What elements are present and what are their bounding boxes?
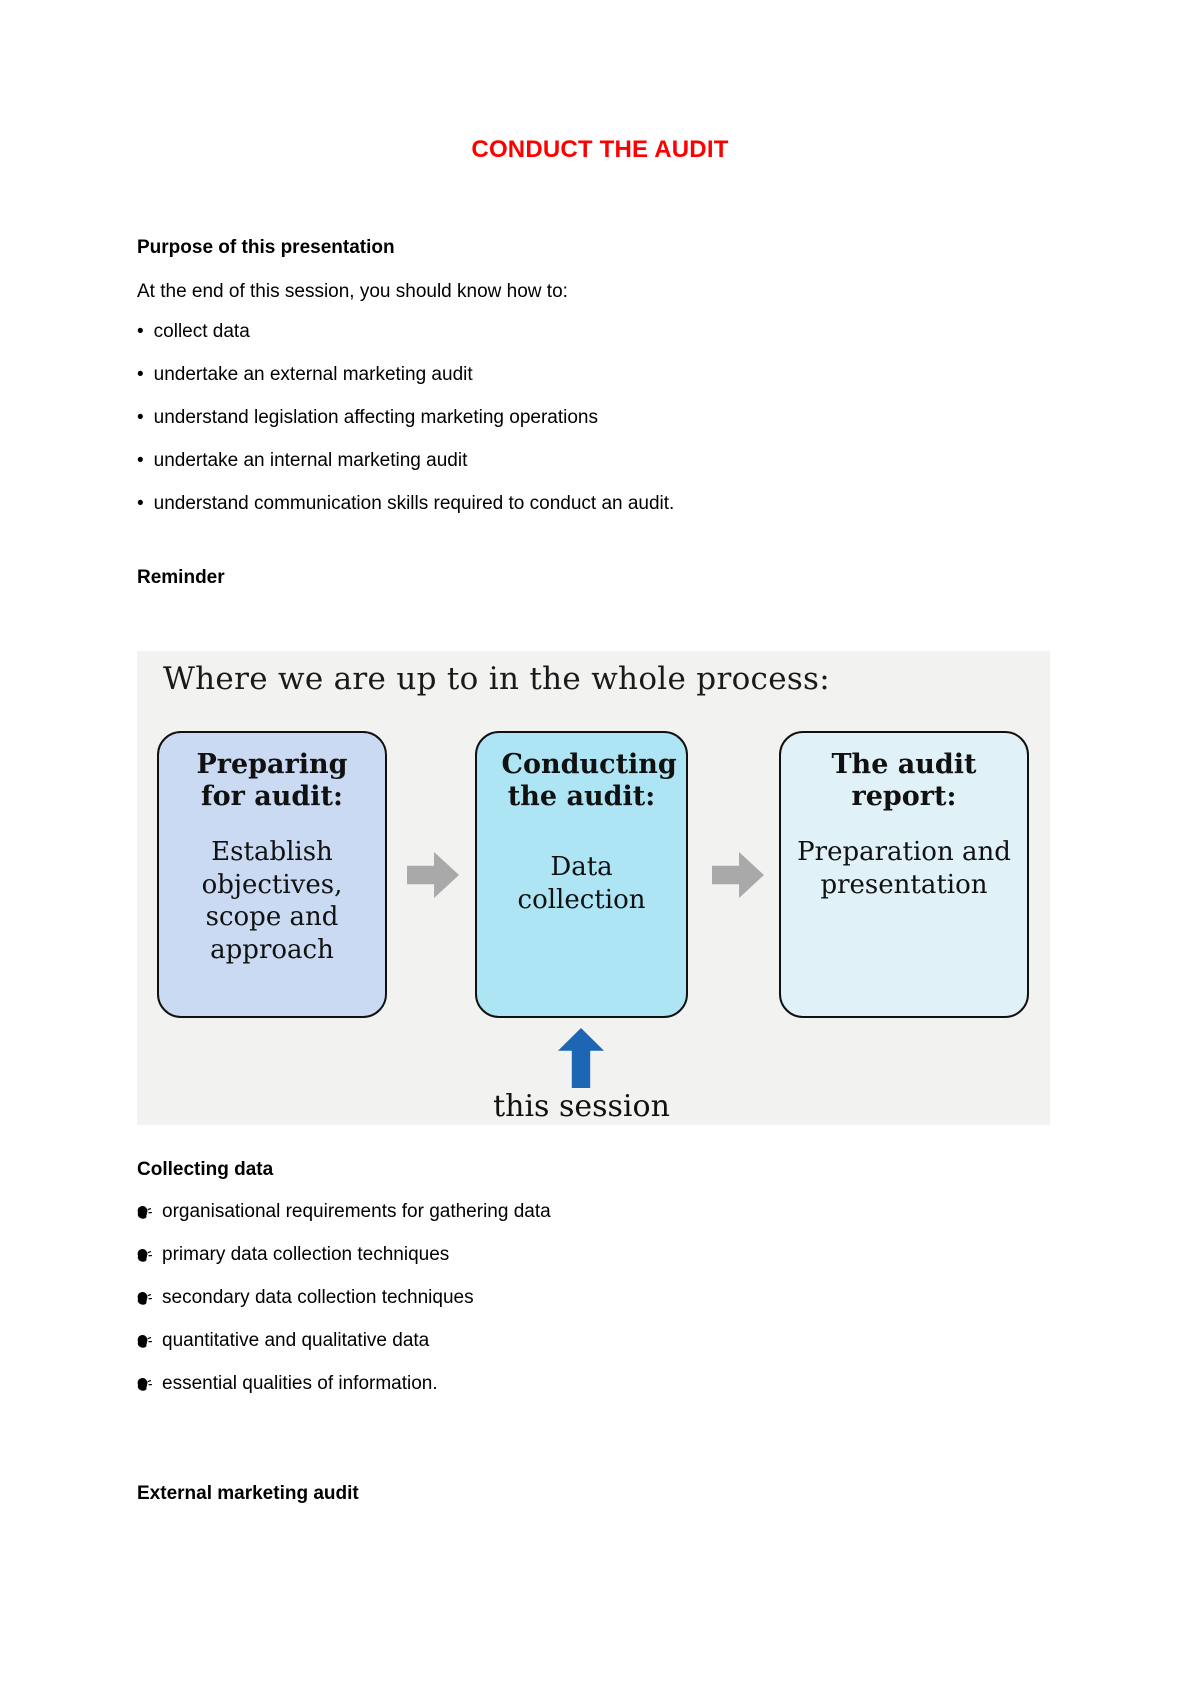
list-item: • undertake an internal marketing audit xyxy=(137,449,1063,473)
diagram-box-body: Preparation and presentation xyxy=(797,837,1011,900)
reminder-heading: Reminder xyxy=(137,567,225,588)
list-item: primary data collection techniques xyxy=(137,1243,1063,1267)
list-item: organisational requirements for gatherin… xyxy=(137,1200,1063,1224)
speaking-head-bullet-icon xyxy=(137,1291,153,1306)
list-item: essential qualities of information. xyxy=(137,1372,1063,1396)
speaking-head-bullet-icon xyxy=(137,1205,153,1220)
diagram-box-body: Establish objectives, scope and approach xyxy=(201,837,343,965)
list-item-text: collect data xyxy=(153,321,250,342)
list-item: • collect data xyxy=(137,320,1063,344)
list-item: quantitative and qualitative data xyxy=(137,1329,1063,1353)
list-item-text: quantitative and qualitative data xyxy=(162,1330,430,1351)
diagram-box-report: The audit report: Preparation and presen… xyxy=(779,731,1029,1018)
bullet-dot-icon: • xyxy=(137,450,144,471)
list-item-text: understand communication skills required… xyxy=(153,493,675,514)
page-title: CONDUCT THE AUDIT xyxy=(471,136,729,163)
list-item-text: essential qualities of information. xyxy=(162,1373,438,1394)
document-page: CONDUCT THE AUDIT Purpose of this presen… xyxy=(137,136,1063,1504)
purpose-heading: Purpose of this presentation xyxy=(137,237,395,258)
list-item-text: understand legislation affecting marketi… xyxy=(153,407,598,428)
list-item: secondary data collection techniques xyxy=(137,1286,1063,1310)
arrow-right-icon xyxy=(407,852,459,898)
list-item-text: primary data collection techniques xyxy=(162,1244,450,1265)
diagram-title: Where we are up to in the whole process: xyxy=(163,661,830,697)
purpose-list: • collect data • undertake an external m… xyxy=(137,320,1063,516)
list-item-text: organisational requirements for gatherin… xyxy=(162,1201,551,1222)
speaking-head-bullet-icon xyxy=(137,1377,153,1392)
diagram-box-conducting: Conducting the audit: Data collection xyxy=(475,731,688,1018)
process-diagram-image: Where we are up to in the whole process:… xyxy=(137,651,1050,1125)
this-session-caption: this session xyxy=(493,1089,670,1124)
diagram-box-heading: The audit report: xyxy=(831,749,977,813)
speaking-head-bullet-icon xyxy=(137,1334,153,1349)
list-item-text: secondary data collection techniques xyxy=(162,1287,474,1308)
list-item-text: undertake an external marketing audit xyxy=(153,364,473,385)
diagram-box-body: Data collection xyxy=(517,852,646,915)
arrow-right-icon xyxy=(712,852,764,898)
list-item: • understand communication skills requir… xyxy=(137,492,1063,516)
purpose-intro: At the end of this session, you should k… xyxy=(137,281,568,302)
diagram-box-preparing: Preparing for audit: Establish objective… xyxy=(157,731,387,1018)
external-marketing-audit-heading: External marketing audit xyxy=(137,1483,359,1504)
bullet-dot-icon: • xyxy=(137,407,144,428)
collecting-data-list: organisational requirements for gatherin… xyxy=(137,1200,1063,1396)
list-item: • understand legislation affecting marke… xyxy=(137,406,1063,430)
bullet-dot-icon: • xyxy=(137,364,144,385)
speaking-head-bullet-icon xyxy=(137,1248,153,1263)
arrow-up-icon xyxy=(558,1028,604,1088)
list-item: • undertake an external marketing audit xyxy=(137,363,1063,387)
collecting-data-heading: Collecting data xyxy=(137,1159,274,1180)
diagram-box-heading: Preparing for audit: xyxy=(196,749,348,813)
bullet-dot-icon: • xyxy=(137,493,144,514)
list-item-text: undertake an internal marketing audit xyxy=(153,450,468,471)
bullet-dot-icon: • xyxy=(137,321,144,342)
diagram-box-heading: Conducting the audit: xyxy=(501,749,677,813)
